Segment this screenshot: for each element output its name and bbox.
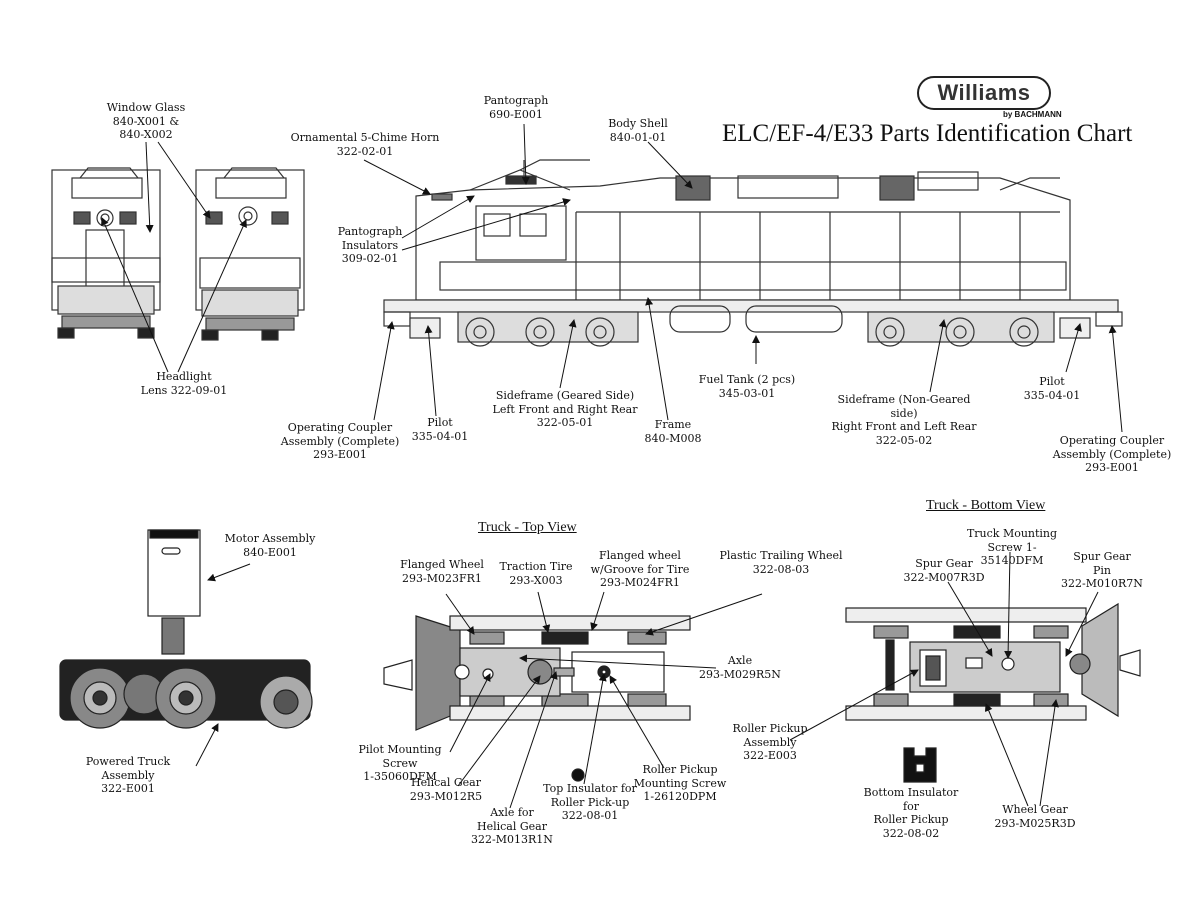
label-axle-helical: Axle for Helical Gear 322-M013R1N bbox=[471, 806, 553, 846]
rear-view bbox=[195, 167, 305, 341]
truck-bottom-view bbox=[845, 602, 1141, 783]
label-roller-assembly: Roller Pickup Assembly 322-E003 bbox=[732, 722, 808, 762]
label-top-insulator: Top Insulator for Roller Pick-up 322-08-… bbox=[543, 782, 637, 822]
label-fuel-tank: Fuel Tank (2 pcs) 345-03-01 bbox=[698, 373, 796, 400]
label-coupler-left: Operating Coupler Assembly (Complete) 29… bbox=[280, 421, 400, 461]
label-coupler-right: Operating Coupler Assembly (Complete) 29… bbox=[1052, 434, 1172, 474]
label-axle: Axle 293-M029R5N bbox=[699, 654, 781, 681]
motor-and-truck bbox=[59, 529, 313, 729]
label-pantograph: Pantograph 690-E001 bbox=[483, 94, 549, 121]
label-spur-gear: Spur Gear 322-M007R3D bbox=[903, 557, 985, 584]
label-truck-screw: Truck Mounting Screw 1-35140DFM bbox=[966, 527, 1058, 567]
label-motor: Motor Assembly 840-E001 bbox=[224, 532, 316, 559]
label-spur-pin: Spur Gear Pin 322-M010R7N bbox=[1061, 550, 1143, 590]
truck-top-view bbox=[383, 615, 691, 782]
front-view bbox=[51, 167, 161, 339]
leader-lines bbox=[101, 123, 1123, 809]
logo-subtitle: by BACHMANN bbox=[1003, 110, 1062, 119]
label-traction-tire: Traction Tire 293-X003 bbox=[499, 560, 573, 587]
label-flanged-groove: Flanged wheel w/Groove for Tire 293-M024… bbox=[590, 549, 690, 589]
williams-logo: Williams bbox=[917, 76, 1051, 110]
label-flanged-wheel: Flanged Wheel 293-M023FR1 bbox=[400, 558, 484, 585]
label-helical-gear: Helical Gear 293-M012R5 bbox=[409, 776, 483, 803]
side-view bbox=[383, 159, 1123, 347]
label-pantograph-insulators: Pantograph Insulators 309-02-01 bbox=[337, 225, 403, 265]
truck-top-view-heading: Truck - Top View bbox=[478, 520, 577, 535]
label-sideframe-nongeared: Sideframe (Non-Geared side) Right Front … bbox=[831, 393, 977, 447]
label-headlight: Headlight Lens 322-09-01 bbox=[140, 370, 228, 397]
label-powered-truck: Powered Truck Assembly 322-E001 bbox=[85, 755, 171, 795]
label-pilot-left: Pilot 335-04-01 bbox=[411, 416, 469, 443]
label-sideframe-geared: Sideframe (Geared Side) Left Front and R… bbox=[492, 389, 638, 429]
label-horn: Ornamental 5-Chime Horn 322-02-01 bbox=[290, 131, 440, 158]
label-plastic-trailing: Plastic Trailing Wheel 322-08-03 bbox=[719, 549, 843, 576]
label-window-glass: Window Glass 840-X001 & 840-X002 bbox=[106, 101, 186, 141]
label-pilot-right: Pilot 335-04-01 bbox=[1023, 375, 1081, 402]
logo-text: Williams bbox=[937, 80, 1031, 105]
label-roller-screw: Roller Pickup Mounting Screw 1-26120DPM bbox=[633, 763, 727, 803]
truck-bottom-view-heading: Truck - Bottom View bbox=[926, 498, 1046, 513]
label-frame: Frame 840-M008 bbox=[644, 418, 702, 445]
label-bottom-insulator: Bottom Insulator for Roller Pickup 322-0… bbox=[863, 786, 959, 840]
label-body-shell: Body Shell 840-01-01 bbox=[608, 117, 668, 144]
label-pilot-screw: Pilot Mounting Screw 1-35060DFM bbox=[358, 743, 442, 783]
label-wheel-gear: Wheel Gear 293-M025R3D bbox=[994, 803, 1076, 830]
page-title: ELC/EF-4/E33 Parts Identification Chart bbox=[722, 120, 1133, 147]
